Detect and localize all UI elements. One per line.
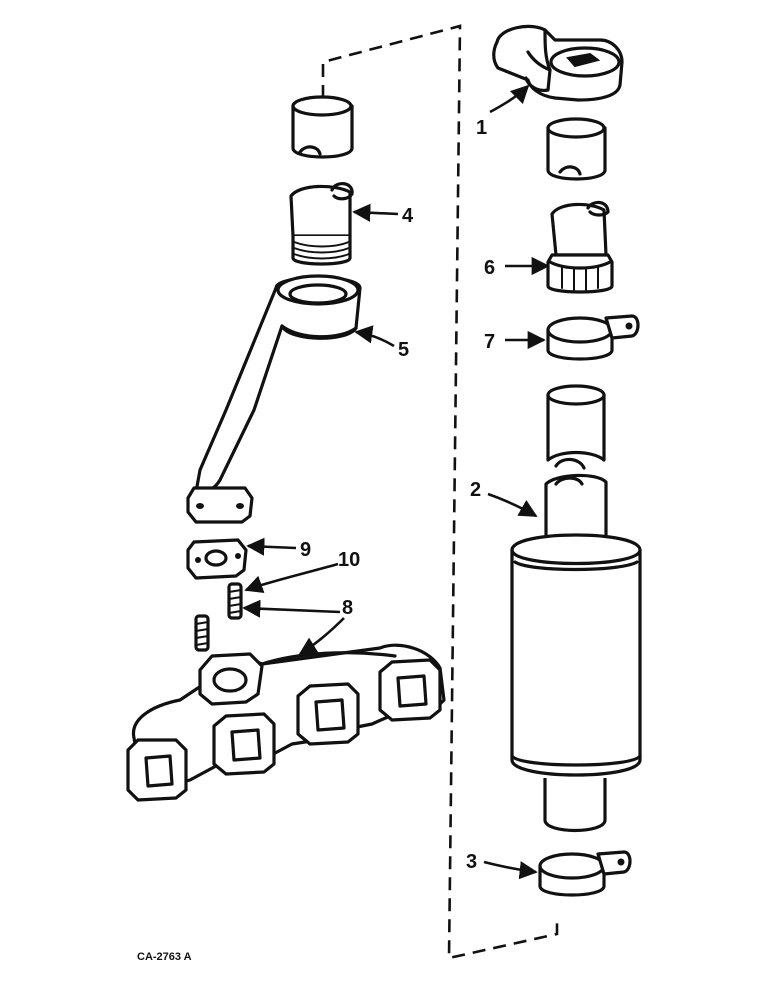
leader-9 [246,537,297,556]
stud-part-10 [227,582,243,620]
leader-8b [298,617,345,656]
callout-8: 8 [342,597,353,619]
slotted-pipe-part-6 [546,200,614,294]
leader-1 [489,84,530,114]
callout-2: 2 [470,479,481,501]
tube-section-upper-right [546,117,607,181]
leader-10 [244,562,339,593]
callout-6: 6 [484,257,495,279]
muffler-part-2 [510,384,642,833]
leader-3 [483,860,538,880]
gasket-part-9 [186,538,248,580]
tube-section-upper-left [291,95,354,159]
elbow-pipe-part-5 [186,274,362,524]
figure-reference-code: CA-2763 A [137,951,192,963]
rain-cap-part-1 [492,24,624,102]
callout-5: 5 [398,339,409,361]
threaded-pipe-part-4 [289,182,354,266]
callout-1: 1 [476,117,487,139]
callout-9: 9 [300,539,311,561]
clamp-part-3 [538,850,632,897]
assembly-dashed-line [321,24,559,960]
stud-lower [194,614,210,652]
leader-2 [487,492,538,518]
clamp-part-7 [546,314,640,361]
callout-3: 3 [466,851,477,873]
leader-4 [352,203,399,222]
leader-5 [354,325,395,348]
leader-8a [242,599,341,618]
callout-4: 4 [402,205,414,227]
callout-10: 10 [338,549,360,571]
callout-7: 7 [484,331,495,353]
exhaust-manifold-part-8 [126,643,446,802]
